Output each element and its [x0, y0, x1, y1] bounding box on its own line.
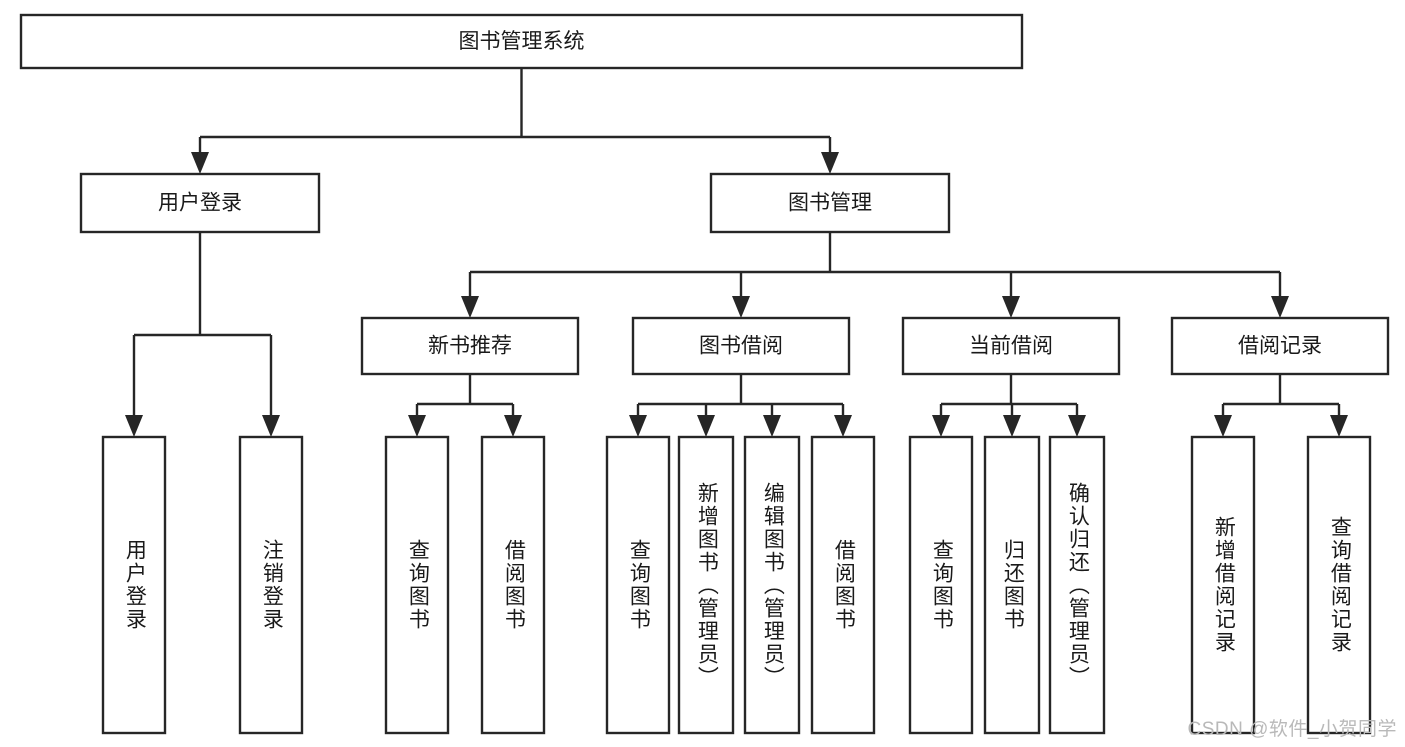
- node-label-borrow-record: 借阅记录: [1238, 335, 1322, 358]
- node-box-leaf-query-book-2[interactable]: [605, 435, 671, 735]
- arrow-head-icon: [504, 415, 522, 437]
- node-box-book-borrow[interactable]: [631, 316, 851, 376]
- arrow-head-icon: [262, 415, 280, 437]
- node-box-leaf-borrow-book-2[interactable]: [810, 435, 876, 735]
- arrow-head-icon: [1068, 415, 1086, 437]
- node-box-leaf-add-record[interactable]: [1190, 435, 1256, 735]
- node-box-leaf-borrow-book-1[interactable]: [480, 435, 546, 735]
- node-box-leaf-user-logout[interactable]: [238, 435, 304, 735]
- node-box-book-manage[interactable]: [709, 172, 951, 234]
- arrow-head-icon: [1271, 296, 1289, 318]
- arrow-head-icon: [629, 415, 647, 437]
- arrow-head-icon: [732, 296, 750, 318]
- node-box-leaf-user-login[interactable]: [101, 435, 167, 735]
- arrow-head-icon: [932, 415, 950, 437]
- node-box-borrow-record[interactable]: [1170, 316, 1390, 376]
- arrow-head-icon: [461, 296, 479, 318]
- connector-layer: [125, 68, 1348, 437]
- node-box-leaf-edit-book[interactable]: [743, 435, 801, 735]
- node-box-current-borrow[interactable]: [901, 316, 1121, 376]
- arrow-head-icon: [1002, 296, 1020, 318]
- node-label-root: 图书管理系统: [459, 30, 585, 53]
- arrow-head-icon: [763, 415, 781, 437]
- arrow-head-icon: [1003, 415, 1021, 437]
- node-box-root[interactable]: [19, 13, 1024, 70]
- arrow-head-icon: [408, 415, 426, 437]
- node-label-current-borrow: 当前借阅: [969, 335, 1053, 358]
- node-box-leaf-query-record[interactable]: [1306, 435, 1372, 735]
- node-box-leaf-return-book[interactable]: [983, 435, 1041, 735]
- node-label-book-borrow: 图书借阅: [699, 335, 783, 358]
- arrow-head-icon: [191, 152, 209, 174]
- arrow-head-icon: [821, 152, 839, 174]
- node-box-new-book-rec[interactable]: [360, 316, 580, 376]
- arrow-head-icon: [1330, 415, 1348, 437]
- node-layer: [19, 13, 1390, 735]
- arrow-head-icon: [834, 415, 852, 437]
- arrow-head-icon: [125, 415, 143, 437]
- watermark-text: CSDN @软件_小贺同学: [1187, 719, 1397, 740]
- node-box-leaf-query-book-1[interactable]: [384, 435, 450, 735]
- node-box-user-login[interactable]: [79, 172, 321, 234]
- arrow-head-icon: [697, 415, 715, 437]
- node-box-leaf-add-book[interactable]: [677, 435, 735, 735]
- node-box-leaf-confirm-return[interactable]: [1048, 435, 1106, 735]
- node-label-book-manage: 图书管理: [788, 192, 872, 215]
- arrow-head-icon: [1214, 415, 1232, 437]
- node-box-leaf-query-book-3[interactable]: [908, 435, 974, 735]
- node-label-user-login: 用户登录: [158, 192, 242, 215]
- node-label-new-book-rec: 新书推荐: [428, 335, 512, 358]
